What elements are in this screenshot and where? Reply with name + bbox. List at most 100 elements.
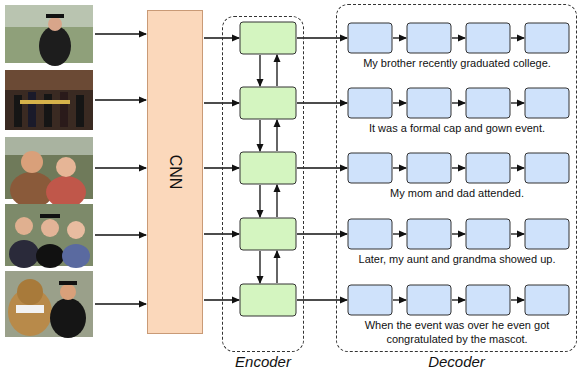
photo [76, 95, 84, 127]
decoder-arrow [452, 167, 465, 168]
photo [5, 70, 93, 130]
recurrent-arrow [259, 120, 260, 151]
decoder-arrow [393, 37, 406, 38]
encoder-cell [240, 22, 296, 54]
context-arrow [297, 102, 347, 103]
decoder-cell [466, 88, 510, 118]
input-arrow [95, 234, 146, 235]
recurrent-arrow [276, 120, 277, 151]
decoder-arrow [511, 102, 524, 103]
encoder-cell [240, 218, 296, 250]
input-arrow [95, 33, 146, 34]
photo [21, 151, 43, 173]
decoder-arrow [452, 299, 465, 300]
encoder-cell [240, 22, 296, 316]
encoder-region: Encoder [222, 16, 304, 352]
decoder-arrow [393, 167, 406, 168]
decoder-arrow [452, 233, 465, 234]
photo [62, 244, 90, 268]
photo [60, 284, 76, 300]
recurrent-arrow [259, 251, 260, 283]
decoder-cell [407, 88, 451, 118]
story-sentence: Later, my aunt and grandma showed up. [339, 252, 575, 266]
photo [16, 305, 44, 313]
decoder-cell [466, 23, 510, 53]
decoder-arrow [393, 299, 406, 300]
photo [67, 221, 85, 239]
decoder-arrow [511, 37, 524, 38]
photo [60, 92, 68, 127]
photo [56, 157, 76, 177]
photo [5, 5, 93, 66]
photo [59, 281, 77, 285]
decoder-arrow [452, 102, 465, 103]
input-arrow [95, 303, 146, 304]
photo [14, 95, 22, 127]
decoder-arrow [511, 233, 524, 234]
cnn-block: CNN [147, 10, 203, 334]
context-arrow [297, 167, 347, 168]
decoder-cell [525, 23, 569, 53]
decoder-cell [407, 285, 451, 315]
story-sentence: It was a formal cap and gown event. [339, 121, 575, 135]
story-sentence: When the event was over he even got cong… [339, 318, 575, 346]
decoder-cell [348, 153, 392, 183]
decoder-arrow [511, 167, 524, 168]
photo [41, 219, 59, 237]
photo [5, 137, 93, 155]
decoder-cell [466, 219, 510, 249]
photo [17, 279, 43, 305]
decoder-cell [348, 285, 392, 315]
photo [5, 137, 93, 208]
decoder-cell [407, 23, 451, 53]
recurrent-arrow [276, 251, 277, 283]
decoder-cell [407, 153, 451, 183]
decoder-cell [348, 23, 392, 53]
photo [40, 214, 60, 218]
context-arrow [297, 299, 347, 300]
photo [5, 70, 93, 90]
region-label: Encoder [223, 353, 303, 370]
block-label: CNN [166, 155, 184, 190]
decoder-arrow [393, 102, 406, 103]
recurrent-arrow [260, 55, 277, 283]
decoder-cell [407, 219, 451, 249]
input-arrow [95, 99, 146, 100]
photo [20, 100, 70, 104]
photo [5, 271, 93, 338]
photo [28, 92, 36, 127]
decoder-cell [348, 88, 392, 118]
decoder-arrow [393, 233, 406, 234]
input-arrow [95, 34, 146, 304]
decoder-cell [525, 285, 569, 315]
photo [46, 176, 86, 208]
story-sentence: My mom and dad attended. [339, 186, 575, 200]
decoder-arrow [452, 37, 465, 38]
photo [9, 240, 39, 268]
context-arrow [297, 233, 347, 234]
decoder-cell [525, 88, 569, 118]
decoder-cell [525, 153, 569, 183]
decoder-cell [466, 153, 510, 183]
photo [5, 204, 93, 268]
story-sentence: My brother recently graduated college. [339, 56, 575, 70]
photo [5, 70, 93, 130]
input-arrow [95, 167, 146, 168]
encoder-cell [240, 152, 296, 184]
photo [44, 94, 52, 127]
decoder-region: Decoder [336, 4, 577, 352]
recurrent-arrow [276, 55, 277, 86]
context-arrow [297, 38, 347, 300]
context-arrow [297, 37, 347, 38]
decoder-arrow [511, 299, 524, 300]
recurrent-arrow [259, 185, 260, 217]
photo [5, 271, 93, 337]
photo [48, 17, 62, 31]
recurrent-arrow [276, 185, 277, 217]
photo [46, 14, 64, 18]
photo [36, 244, 64, 268]
recurrent-arrow [259, 55, 260, 86]
decoder-cell [348, 219, 392, 249]
region-label: Decoder [337, 353, 576, 370]
decoder-cell [466, 285, 510, 315]
